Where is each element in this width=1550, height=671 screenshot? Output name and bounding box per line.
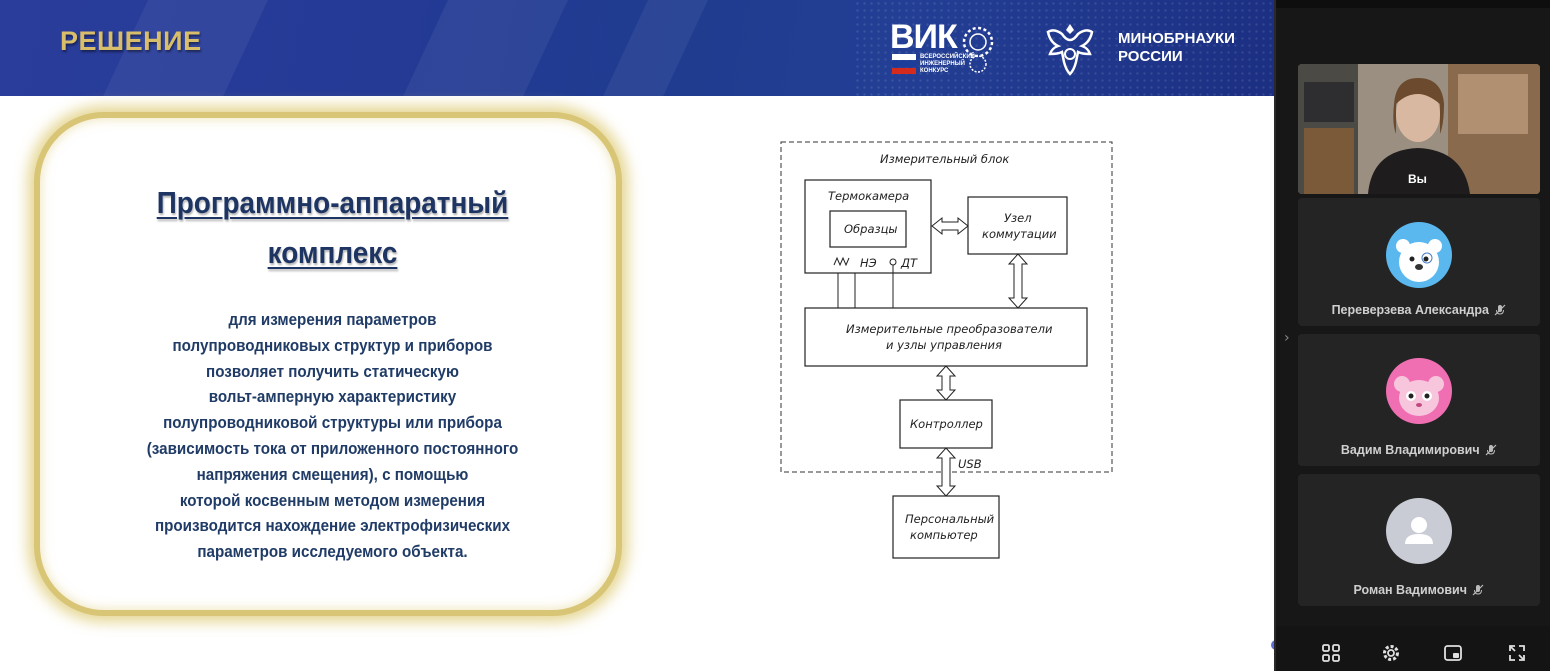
vik-flag-icon <box>892 54 916 74</box>
switch-node-box <box>967 196 1068 255</box>
switch-converters-arrow <box>1007 253 1029 309</box>
participant-tile[interactable]: Вадим Владимирович <box>1298 334 1540 466</box>
gear-icon[interactable] <box>1380 642 1402 664</box>
thermo-chamber-label: Термокамера <box>828 189 909 203</box>
description-card: Программно-аппаратный комплекс для измер… <box>34 112 622 616</box>
fullscreen-icon[interactable] <box>1506 642 1528 664</box>
ministry-name: МИНОБРНАУКИ РОССИИ <box>1118 30 1235 65</box>
converters-label-1: Измерительные преобразователи <box>846 322 1053 336</box>
participant-name: Переверзева Александра <box>1298 303 1540 317</box>
picture-in-picture-icon[interactable] <box>1442 642 1464 664</box>
mic-off-icon <box>1495 304 1506 316</box>
participant-tile[interactable]: Переверзева Александра <box>1298 198 1540 326</box>
vik-logo-word: ВИК <box>890 18 958 56</box>
pc-label-1: Персональный <box>905 512 995 526</box>
mic-off-icon <box>1485 444 1497 456</box>
participant-name: Роман Вадимович <box>1298 583 1540 597</box>
lemur-avatar <box>1386 358 1452 424</box>
slide-header: РЕШЕНИЕ ВИК ВСЕРОССИЙСКИЙ ИНЖЕНЕРНЫЙ КОН… <box>0 0 1274 96</box>
vik-logo: ВИК ВСЕРОССИЙСКИЙ ИНЖЕНЕРНЫЙ КОНКУРС <box>890 18 1000 78</box>
card-description: для измерения параметров полупроводников… <box>146 311 519 562</box>
converters-box <box>804 307 1088 367</box>
card-title: Программно-аппаратный комплекс <box>156 185 509 270</box>
gear-icon <box>962 26 994 73</box>
converters-label-2: и узлы управления <box>886 338 1002 352</box>
mic-off-icon <box>1473 584 1484 596</box>
switch-node-label-1: Узел <box>1004 211 1032 225</box>
vik-logo-subtitle: ВСЕРОССИЙСКИЙ ИНЖЕНЕРНЫЙ КОНКУРС <box>920 54 975 74</box>
default-user-avatar <box>1386 498 1452 564</box>
pc-box <box>892 495 1000 559</box>
sensor-label: ДТ <box>900 256 918 270</box>
controller-label: Контроллер <box>910 417 983 431</box>
double-headed-eagle-icon <box>1046 24 1094 76</box>
presentation-slide: РЕШЕНИЕ ВИК ВСЕРОССИЙСКИЙ ИНЖЕНЕРНЫЙ КОН… <box>0 0 1274 616</box>
chevron-right-icon[interactable]: › <box>1284 330 1290 346</box>
heater-symbol <box>833 256 850 267</box>
self-camera-feed <box>1298 64 1540 194</box>
participants-sidebar: › Вы Пе <box>1274 0 1550 671</box>
switch-node-label-2: коммутации <box>982 227 1057 241</box>
participant-name: Вадим Владимирович <box>1298 443 1540 457</box>
usb-label: USB <box>958 457 982 471</box>
pc-label-2: компьютер <box>910 528 978 542</box>
samples-box <box>829 210 907 248</box>
samples-label: Образцы <box>844 222 898 236</box>
converters-controller-arrow <box>935 365 957 401</box>
chamber-switch-arrow <box>931 216 969 236</box>
slide-section-title: РЕШЕНИЕ <box>60 26 202 56</box>
measuring-block-label: Измерительный блок <box>880 152 1009 166</box>
grid-icon[interactable] <box>1320 642 1342 664</box>
block-diagram: Измерительный блок Термокамера Образцы Н… <box>780 141 1113 559</box>
heater-label: НЭ <box>860 256 877 270</box>
self-video-tile[interactable]: Вы <box>1298 64 1540 194</box>
conference-toolbar <box>1276 626 1550 671</box>
self-label: Вы <box>1408 172 1427 186</box>
participant-tile[interactable]: Роман Вадимович <box>1298 474 1540 606</box>
polar-bear-avatar <box>1386 222 1452 288</box>
